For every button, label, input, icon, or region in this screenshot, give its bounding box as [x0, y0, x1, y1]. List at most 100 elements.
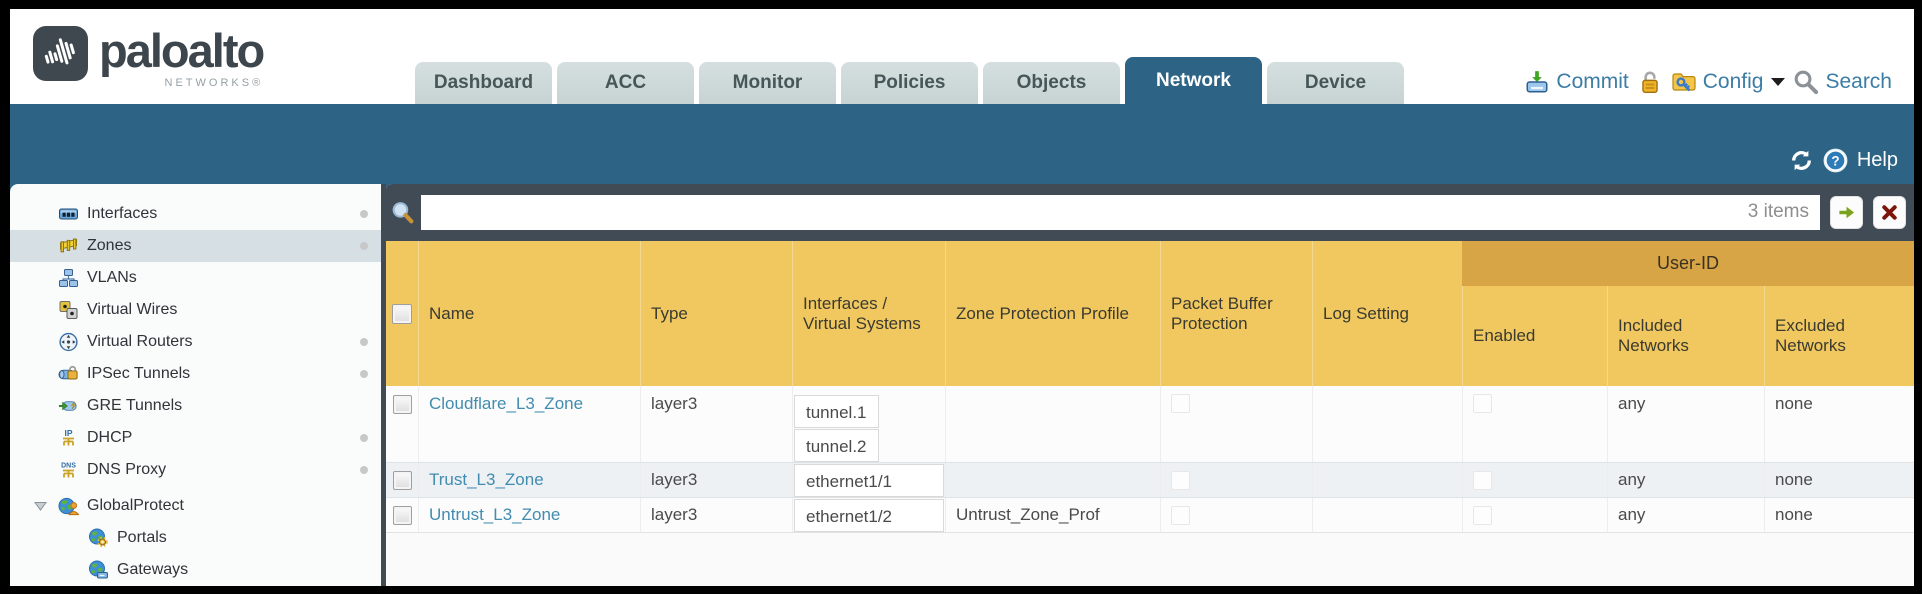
row-checkbox[interactable] [392, 505, 412, 525]
column-header-zone-protection-profile[interactable]: Zone Protection Profile [945, 241, 1160, 386]
commit-label: Commit [1556, 70, 1629, 93]
column-header-included-networks[interactable]: Included Networks [1607, 286, 1764, 386]
search-label: Search [1825, 70, 1892, 93]
dns-proxy-icon: DNS [58, 460, 79, 480]
cell-log-setting [1312, 463, 1462, 497]
cell-type: layer3 [640, 386, 792, 462]
sidebar-item-label: Virtual Wires [87, 301, 178, 318]
zone-name-link[interactable]: Trust_L3_Zone [429, 470, 544, 489]
brand-name: paloalto [99, 24, 265, 77]
select-all-header-cell [386, 241, 418, 386]
config-menu-button[interactable]: Config [1671, 69, 1786, 95]
sidebar-item-label: GRE Tunnels [87, 397, 183, 414]
dhcp-icon: IP [58, 428, 79, 448]
sidebar-item-label: GlobalProtect [87, 497, 184, 514]
column-header-excluded-networks[interactable]: Excluded Networks [1764, 286, 1914, 386]
zones-icon [58, 236, 79, 256]
lock-icon[interactable] [1637, 69, 1663, 95]
sidebar-item-ipsec-tunnels[interactable]: IPSec Tunnels [10, 358, 381, 390]
commit-button[interactable]: Commit [1524, 69, 1629, 95]
tab-network[interactable]: Network [1125, 57, 1262, 104]
tab-acc[interactable]: ACC [557, 62, 694, 104]
sidebar-item-label: Virtual Routers [87, 333, 193, 350]
row-checkbox[interactable] [392, 470, 412, 490]
filter-input[interactable] [421, 195, 1820, 230]
sidebar-item-interfaces[interactable]: Interfaces [10, 198, 381, 230]
cell-type: layer3 [640, 498, 792, 532]
tab-monitor[interactable]: Monitor [699, 62, 836, 104]
sidebar-item-globalprotect[interactable]: GlobalProtect [10, 490, 381, 522]
items-count: 3 items [1747, 201, 1809, 222]
tab-device[interactable]: Device [1267, 62, 1404, 104]
cell-zone-protection-profile: Untrust_Zone_Prof [945, 498, 1160, 532]
config-icon [1671, 69, 1697, 95]
column-header-packet-buffer-protection[interactable]: Packet Buffer Protection [1160, 241, 1312, 386]
sidebar-item-gre-tunnels[interactable]: GRE Tunnels [10, 390, 381, 422]
virtual-wires-icon [58, 300, 79, 320]
cell-included-networks: any [1607, 498, 1764, 532]
cell-packet-buffer-protection [1160, 386, 1312, 462]
sidebar-item-label: Interfaces [87, 205, 158, 222]
cell-interfaces: ethernet1/2 [792, 498, 945, 532]
sidebar-item-zones[interactable]: Zones [10, 230, 381, 262]
tab-objects[interactable]: Objects [983, 62, 1120, 104]
sidebar-item-virtual-routers[interactable]: Virtual Routers [10, 326, 381, 358]
ipsec-tunnels-icon [58, 364, 79, 384]
zone-name-link[interactable]: Untrust_L3_Zone [429, 505, 561, 524]
tab-dashboard[interactable]: Dashboard [415, 62, 552, 104]
interface-item: tunnel.1 [794, 395, 879, 428]
status-dot [360, 210, 368, 218]
cell-select [386, 463, 418, 497]
status-dot [360, 370, 368, 378]
sidebar-item-portals[interactable]: Portals [10, 522, 381, 554]
column-header-user-id-enabled[interactable]: Enabled [1462, 286, 1607, 386]
cell-zone-protection-profile [945, 386, 1160, 462]
refresh-icon[interactable] [1789, 148, 1814, 173]
filter-search-icon [390, 200, 415, 225]
commit-icon [1524, 69, 1550, 95]
brand-logo: paloalto NETWORKS® [33, 24, 265, 89]
packet-buffer-protection-checkbox [1171, 394, 1190, 413]
search-button[interactable]: Search [1793, 69, 1892, 95]
row-checkbox[interactable] [392, 395, 412, 414]
status-dot [360, 242, 368, 250]
cell-zone-protection-profile [945, 463, 1160, 497]
expand-caret-icon[interactable] [34, 500, 47, 512]
interfaces-icon [58, 204, 79, 224]
status-dot [360, 338, 368, 346]
cell-name: Untrust_L3_Zone [418, 498, 640, 532]
cell-log-setting [1312, 386, 1462, 462]
select-all-checkbox[interactable] [392, 303, 412, 324]
zone-name-link[interactable]: Cloudflare_L3_Zone [429, 394, 584, 413]
cell-excluded-networks: none [1764, 463, 1914, 497]
apply-filter-button[interactable] [1830, 196, 1863, 229]
sidebar-item-label: VLANs [87, 269, 137, 286]
gateways-icon [88, 560, 109, 580]
gre-tunnels-icon [58, 396, 79, 416]
header-actions: Commit Config Search [1524, 69, 1892, 95]
column-header-type[interactable]: Type [640, 241, 792, 386]
search-icon [1793, 69, 1819, 95]
tab-policies[interactable]: Policies [841, 62, 978, 104]
clear-filter-button[interactable] [1873, 196, 1906, 229]
sidebar-item-vlans[interactable]: VLANs [10, 262, 381, 294]
column-header-interfaces[interactable]: Interfaces / Virtual Systems [792, 241, 945, 386]
column-header-log-setting[interactable]: Log Setting [1312, 241, 1462, 386]
cell-included-networks: any [1607, 463, 1764, 497]
column-header-name[interactable]: Name [418, 241, 640, 386]
svg-text:IP: IP [64, 428, 72, 438]
sidebar-item-label: Zones [87, 237, 132, 254]
sidebar-item-gateways[interactable]: Gateways [10, 554, 381, 586]
sidebar-item-label: Gateways [117, 561, 189, 578]
help-icon[interactable]: ? [1823, 148, 1848, 173]
interface-item: ethernet1/1 [794, 464, 944, 497]
sidebar-item-virtual-wires[interactable]: Virtual Wires [10, 294, 381, 326]
